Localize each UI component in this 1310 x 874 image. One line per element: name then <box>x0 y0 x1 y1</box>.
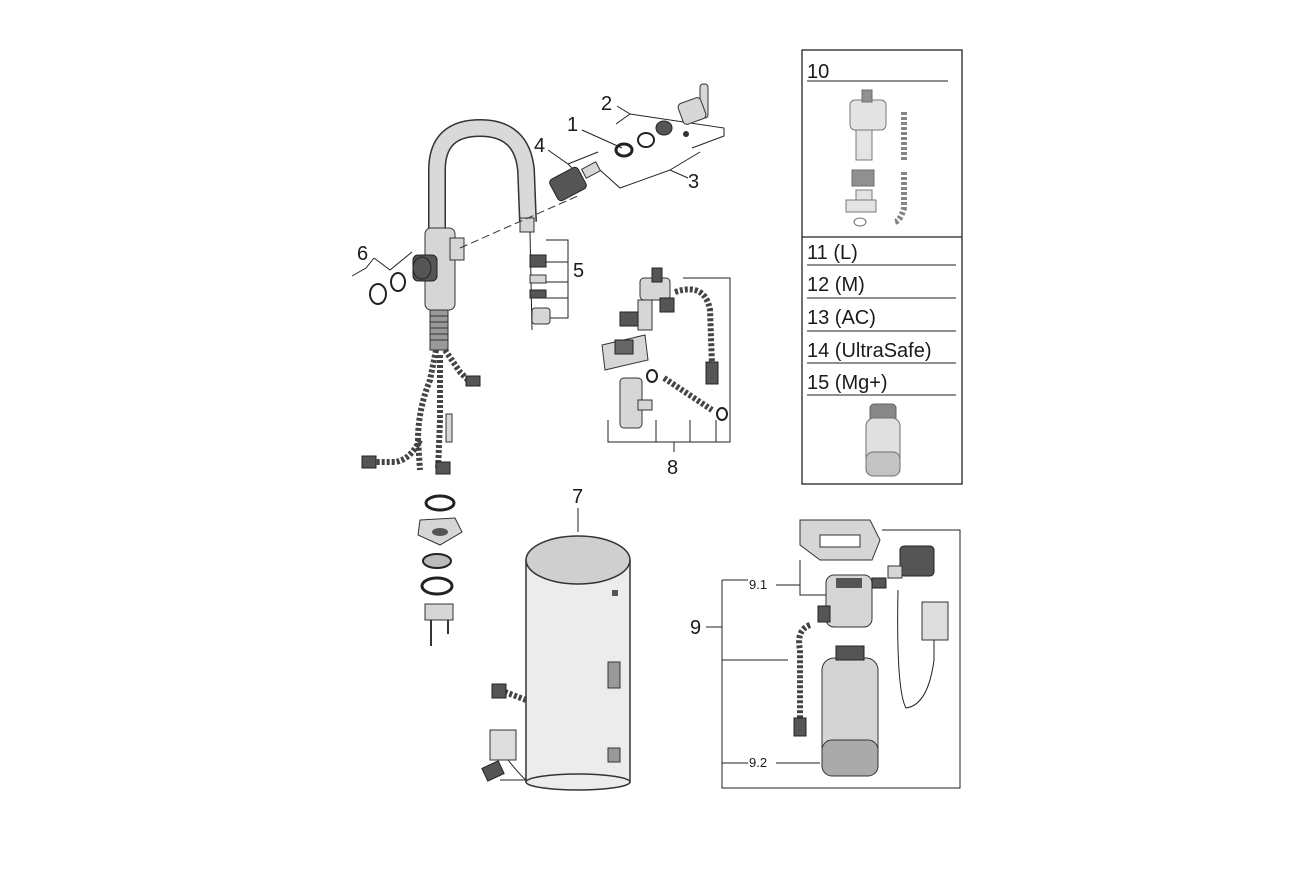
spout-tip <box>519 217 535 233</box>
supply-hose-1 <box>414 349 439 471</box>
handle-body <box>677 97 707 125</box>
braided-hose-8 <box>674 286 715 366</box>
option-item-11: 11 (L) <box>807 242 858 264</box>
option-item-13: 13 (AC) <box>807 307 876 329</box>
filter-9: 9 9.1 9.2 <box>690 519 961 789</box>
hose-sleeve-5 <box>531 307 551 325</box>
ring-2b <box>655 120 673 136</box>
power-cable <box>500 759 528 781</box>
boiler-indicator <box>607 661 621 689</box>
ring-1 <box>614 142 634 158</box>
valve-kit-illustration <box>845 89 907 227</box>
cartridge <box>549 166 587 202</box>
option-item-15: 15 (Mg+) <box>807 372 888 394</box>
seal-ring-6b <box>390 272 406 292</box>
callout-9: 9 <box>690 617 701 639</box>
callout-6: 6 <box>357 243 368 265</box>
callout-5: 5 <box>573 260 584 282</box>
cartridge-parts: 1 2 3 4 <box>534 83 725 202</box>
options-title: 10 <box>807 61 829 83</box>
seal-ring-6a <box>369 283 387 305</box>
supply-hose-3 <box>435 355 443 471</box>
supply-hose-4 <box>372 438 423 465</box>
callout-4: 4 <box>534 135 545 157</box>
o-ring-bottom <box>424 494 456 512</box>
callout-1: 1 <box>567 114 578 136</box>
boiler-badge <box>607 747 621 763</box>
callout-7: 7 <box>572 486 583 508</box>
option-item-14: 14 (UltraSafe) <box>807 340 932 362</box>
callout-5-group: 5 <box>529 239 584 325</box>
callout-8: 8 <box>667 457 678 479</box>
boiler-7: 7 <box>481 486 631 791</box>
valve-set-8: 8 <box>601 267 731 479</box>
callout-3: 3 <box>688 171 699 193</box>
callout-6-group: 6 <box>351 243 432 305</box>
hose-nut-5 <box>529 254 547 268</box>
callout-9-1: 9.1 <box>749 577 767 592</box>
flow-sensor <box>899 545 935 577</box>
option-item-12: 12 (M) <box>807 274 865 296</box>
control-box <box>489 729 517 761</box>
boiler-top <box>525 535 631 585</box>
display-unit <box>921 601 949 641</box>
boiler-tank <box>525 559 631 783</box>
aerator-6 <box>412 256 432 280</box>
fixing-nut <box>424 603 454 621</box>
flex-connector <box>662 375 714 413</box>
replacement-cartridge-illustration <box>865 403 901 477</box>
options-box: 10 11 (L) 12 (M) 13 (AC) 14 (UltraSafe) … <box>801 49 963 485</box>
washer-2 <box>420 576 454 596</box>
sensor-cable <box>897 589 935 709</box>
callout-2: 2 <box>601 93 612 115</box>
power-plug <box>481 760 505 782</box>
ring-2a <box>637 132 655 148</box>
callout-9-2: 9.2 <box>749 755 767 770</box>
filter-hose <box>796 622 812 720</box>
washer-1 <box>422 553 452 569</box>
